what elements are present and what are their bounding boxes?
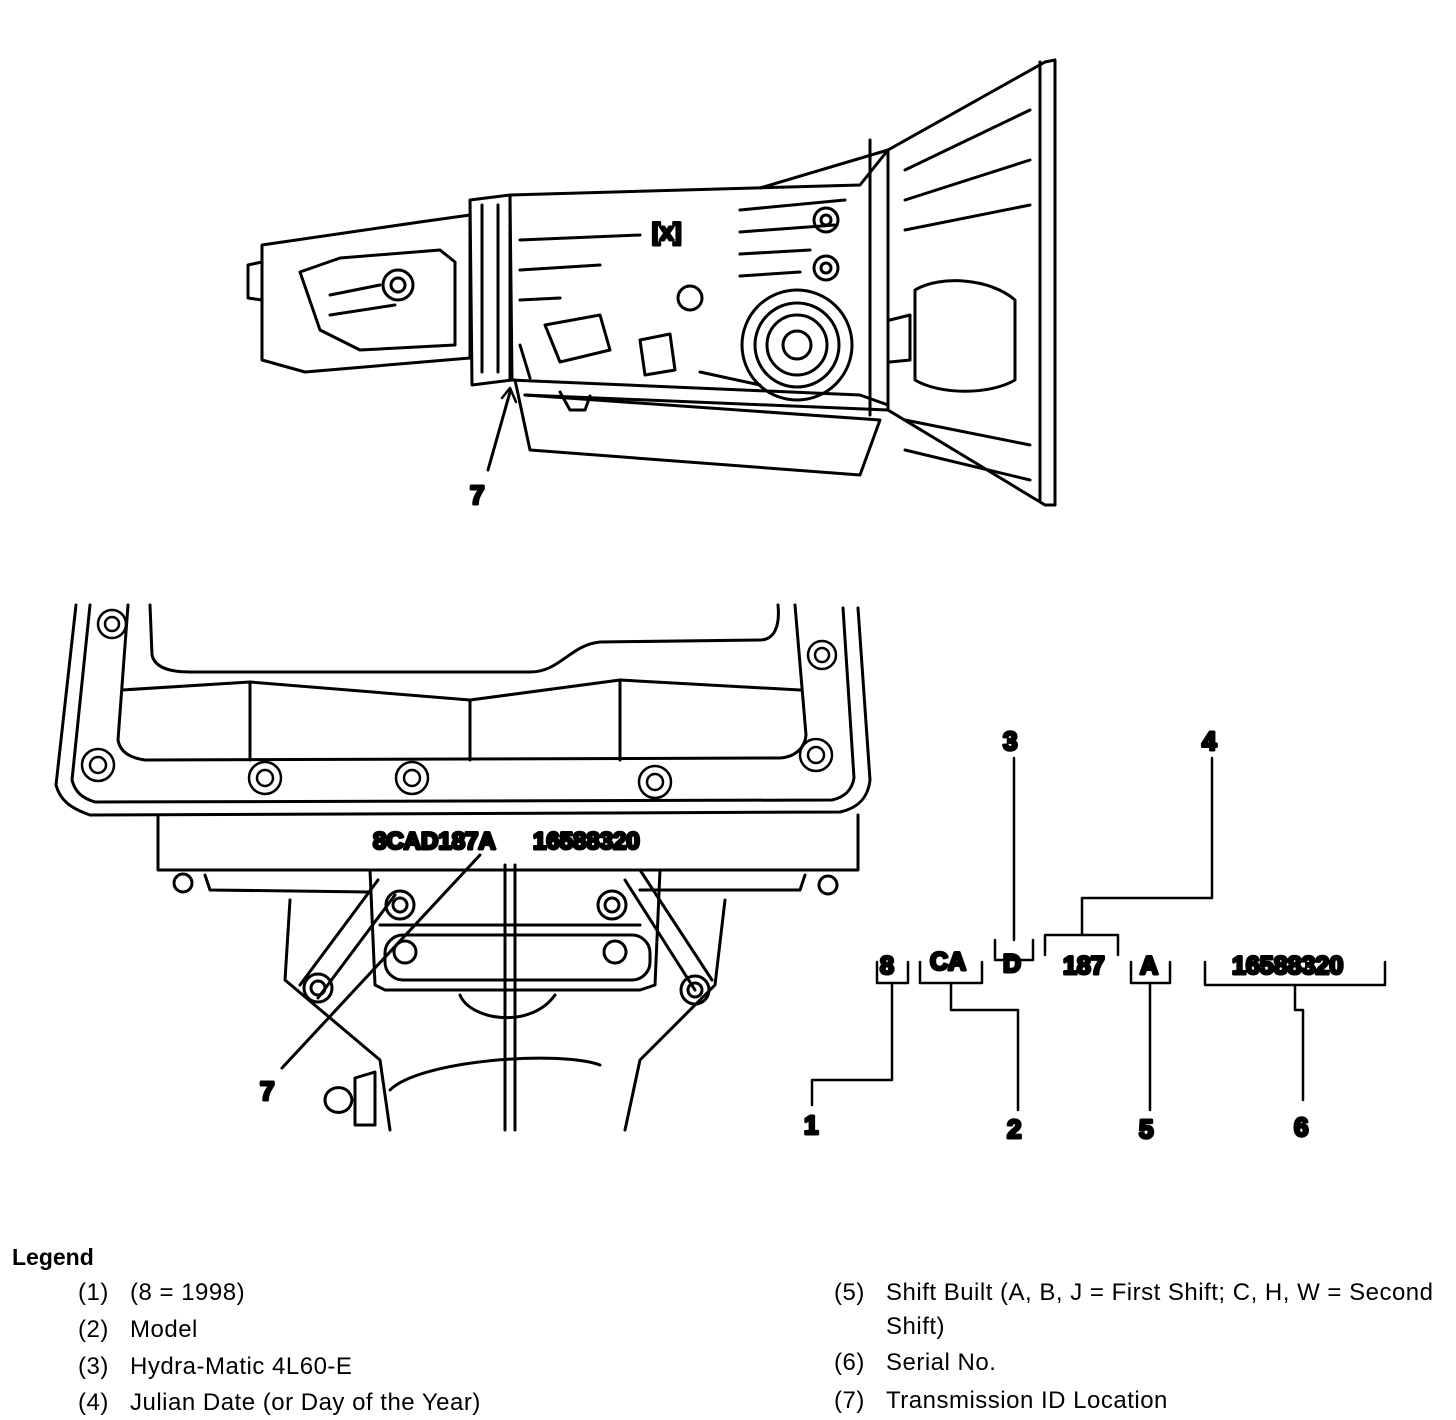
legend-item-text: Model — [130, 1316, 198, 1343]
legend-item-text: (8 = 1998) — [130, 1279, 246, 1306]
legend-item: (4) Julian Date (or Day of the Year) — [78, 1386, 481, 1420]
legend-item: (3) Hydra-Matic 4L60-E — [78, 1350, 352, 1384]
legend-item: (6) Serial No. — [834, 1346, 996, 1380]
callout-6: 6 — [1294, 1112, 1308, 1142]
callout-2: 2 — [1007, 1114, 1021, 1144]
legend-item-text: Shift Built (A, B, J = First Shift; C, H… — [886, 1279, 1434, 1340]
callout-4: 4 — [1202, 726, 1217, 756]
legend-item-number: (4) — [78, 1389, 109, 1416]
id-code-breakdown — [810, 756, 1387, 1112]
code-model: CA — [930, 948, 966, 976]
oil-pan-bottom-view — [54, 603, 872, 1132]
callout-7-top: 7 — [470, 480, 484, 510]
svg-text:[x]: [x] — [652, 219, 681, 246]
legend-item-number: (3) — [78, 1353, 109, 1380]
legend-item-text: Transmission ID Location — [886, 1387, 1168, 1414]
legend-item: (2) Model — [78, 1313, 198, 1347]
legend-item-number: (2) — [78, 1316, 109, 1343]
legend-item-text: Hydra-Matic 4L60-E — [130, 1353, 353, 1380]
pan-stamp-serial: 16588320 — [533, 828, 640, 855]
code-hydramatic: D — [1003, 950, 1021, 978]
legend-item-number: (5) — [834, 1279, 865, 1306]
legend-item-number: (1) — [78, 1279, 109, 1306]
legend-title: Legend — [12, 1244, 94, 1270]
transmission-side-view: [x] — [246, 58, 1057, 507]
code-julian: 187 — [1063, 952, 1105, 980]
legend-item: (1) (8 = 1998) — [78, 1276, 245, 1310]
legend-item-number: (7) — [834, 1387, 865, 1414]
pan-stamp-code: 8CAD187A — [373, 828, 496, 855]
legend-item-number: (6) — [834, 1349, 865, 1376]
callout-5: 5 — [1139, 1114, 1153, 1144]
code-year: 8 — [880, 952, 894, 980]
legend-item-text: Serial No. — [886, 1349, 997, 1376]
legend-item: (7) Transmission ID Location — [834, 1384, 1168, 1418]
code-serial: 16588320 — [1232, 952, 1343, 980]
callout-3: 3 — [1003, 726, 1017, 756]
callout-1: 1 — [804, 1110, 818, 1140]
code-shift: A — [1140, 952, 1158, 980]
legend-item: (5) Shift Built (A, B, J = First Shift; C… — [834, 1276, 1446, 1344]
callout-7-pan: 7 — [260, 1076, 274, 1106]
legend-item-text: Julian Date (or Day of the Year) — [130, 1389, 481, 1416]
